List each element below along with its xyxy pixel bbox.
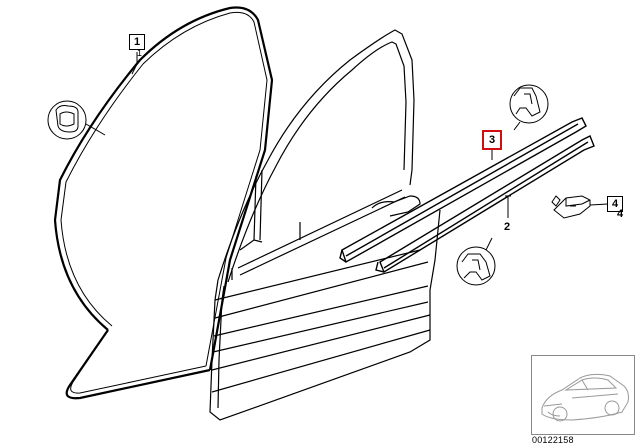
- callout-4-label: 4: [617, 208, 624, 220]
- clip-part: [551, 195, 591, 219]
- callout-2-label: 2: [504, 221, 511, 233]
- callout-3-box: 3: [482, 130, 502, 150]
- callout-4-box: 4: [607, 196, 623, 212]
- leader-line-4: [589, 203, 609, 206]
- outer-window-seal-strip: [339, 117, 587, 264]
- reference-number: 00122158: [532, 435, 574, 445]
- strip-profile-detail-bottom: [456, 237, 496, 286]
- inner-window-seal-strip: [375, 135, 595, 274]
- door-seal-loop-inner: [60, 11, 268, 394]
- seal-profile-detail: [47, 100, 106, 140]
- leader-line-1: [131, 52, 138, 75]
- strip-profile-detail-top: [509, 84, 549, 131]
- door-shell: [209, 29, 441, 421]
- door-seal-loop: [53, 6, 274, 400]
- vehicle-thumbnail: [531, 355, 635, 435]
- car-silhouette-icon: [541, 373, 629, 422]
- callout-1-label: 1: [137, 48, 143, 58]
- callout-1-box: 1: [129, 34, 145, 50]
